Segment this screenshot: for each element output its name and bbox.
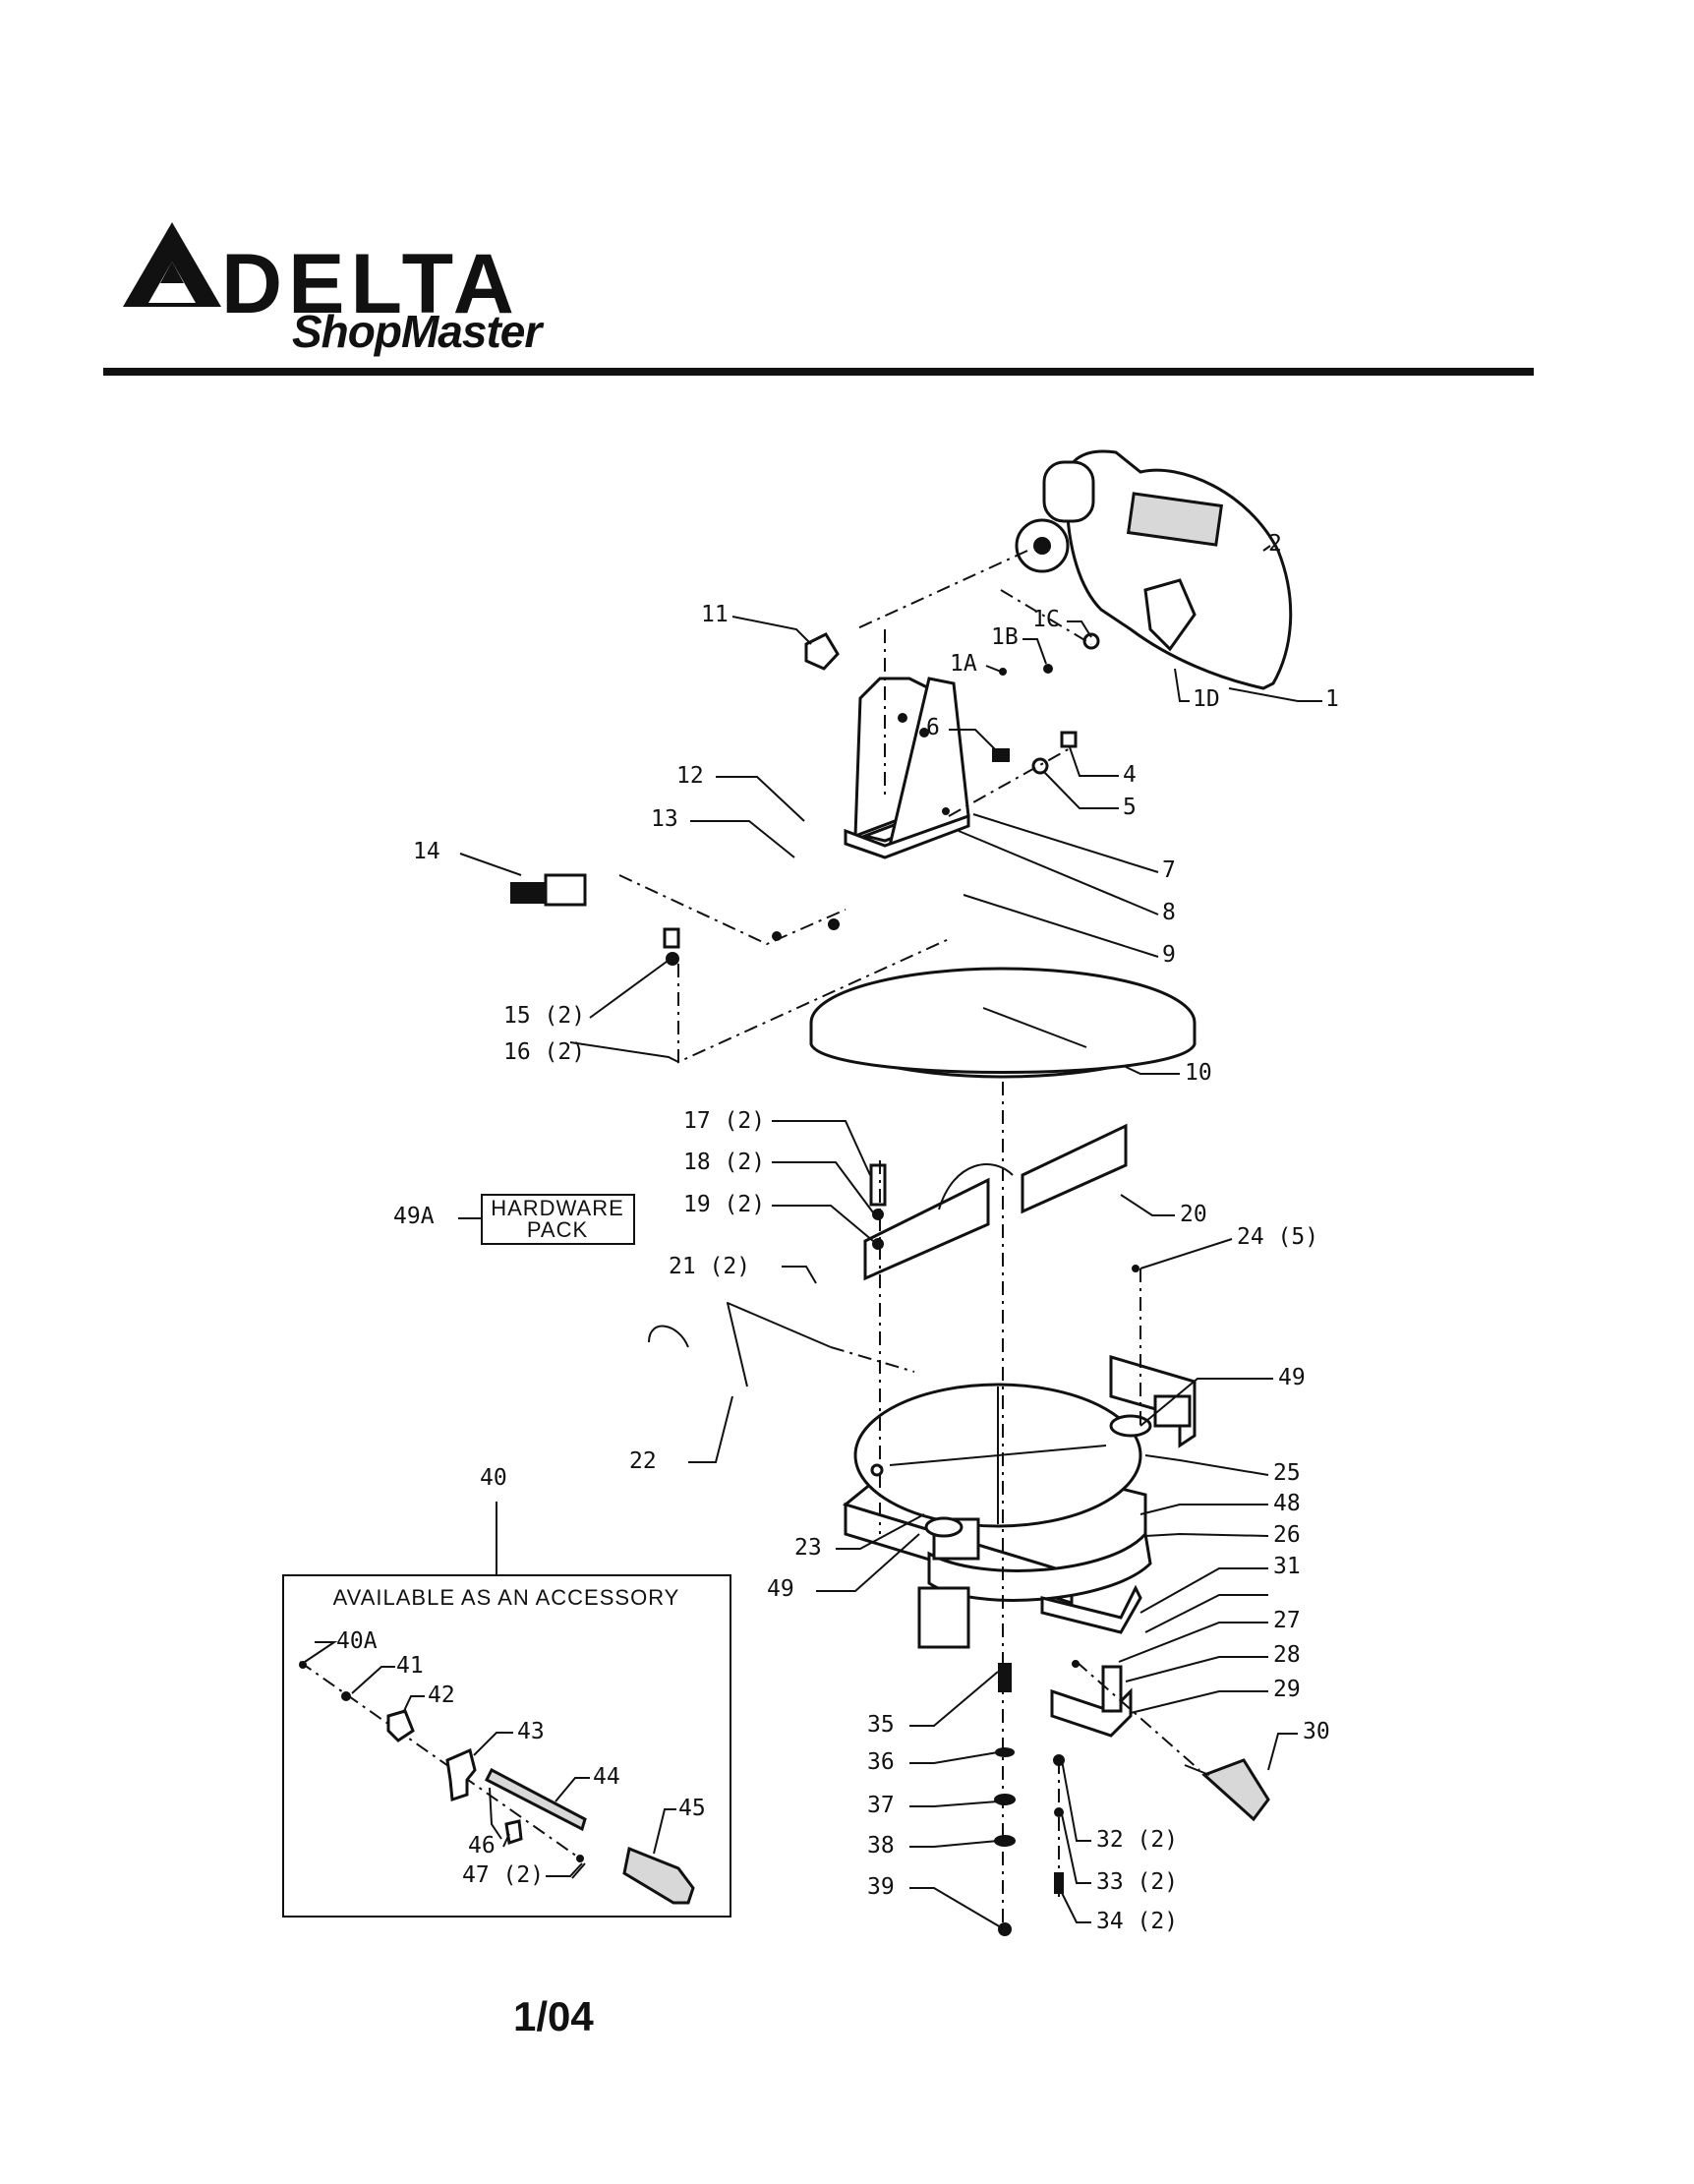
label-part-45: 45 — [678, 1796, 706, 1821]
hardware-pack-line1: HARDWARE — [491, 1196, 624, 1220]
label-part-6: 6 — [926, 715, 940, 740]
label-part-36: 36 — [867, 1749, 895, 1775]
label-part-26: 26 — [1273, 1522, 1301, 1548]
lock-knob — [1184, 1758, 1270, 1822]
label-part-12: 12 — [676, 763, 704, 789]
label-part-25: 25 — [1273, 1460, 1301, 1486]
label-part-41: 41 — [396, 1653, 424, 1679]
label-part-28: 28 — [1273, 1642, 1301, 1668]
pivot-arm — [844, 677, 970, 859]
label-part-48: 48 — [1273, 1491, 1301, 1516]
label-part-44: 44 — [593, 1764, 620, 1790]
table-disc — [809, 967, 1197, 1079]
fence — [863, 1123, 1128, 1281]
label-part-5: 5 — [1123, 795, 1137, 820]
label-part-1A: 1A — [950, 651, 977, 677]
date-code: 1/04 — [513, 1993, 594, 2039]
label-part-14: 14 — [413, 839, 440, 864]
label-part-11: 11 — [701, 602, 729, 627]
label-part-34: 34 (2) — [1096, 1909, 1178, 1934]
label-part-17: 17 (2) — [683, 1108, 765, 1134]
label-part-4: 4 — [1123, 762, 1137, 788]
label-part-15: 15 (2) — [503, 1003, 585, 1029]
label-part-23: 23 — [794, 1535, 822, 1561]
label-part-24: 24 (5) — [1237, 1224, 1318, 1250]
label-part-13: 13 — [651, 806, 678, 832]
label-part-39: 39 — [867, 1874, 895, 1900]
brand-subname: ShopMaster — [292, 306, 542, 357]
label-part-40A: 40A — [336, 1628, 378, 1654]
label-part-1B: 1B — [991, 624, 1019, 650]
label-part-30: 30 — [1303, 1719, 1330, 1744]
label-part-47: 47 (2) — [462, 1862, 544, 1888]
label-part-38: 38 — [867, 1833, 895, 1859]
label-part-49-top: 49 — [1278, 1365, 1306, 1390]
pivot-hardware-stack — [994, 1663, 1065, 1936]
label-part-31: 31 — [1273, 1554, 1301, 1579]
delta-triangle-logo-icon — [123, 222, 221, 307]
label-part-49A: 49A — [393, 1204, 435, 1229]
label-part-8: 8 — [1162, 900, 1176, 925]
label-part-18: 18 (2) — [683, 1150, 765, 1175]
label-part-37: 37 — [867, 1793, 895, 1818]
accessory-box: AVAILABLE AS AN ACCESSORY — [282, 1502, 731, 1918]
upper-blade-guard — [1015, 449, 1293, 690]
part-labels: 1 1D 2 1C 1B 1A 11 6 4 5 7 8 9 10 12 13 … — [336, 531, 1339, 1934]
label-part-10: 10 — [1185, 1060, 1212, 1086]
label-part-29: 29 — [1273, 1677, 1301, 1702]
label-part-2: 2 — [1268, 531, 1282, 557]
label-part-21: 21 (2) — [669, 1254, 750, 1279]
brand-name: DELTA — [221, 237, 520, 331]
label-part-32: 32 (2) — [1096, 1827, 1178, 1853]
label-part-27: 27 — [1273, 1608, 1301, 1633]
label-part-9: 9 — [1162, 942, 1176, 968]
label-part-1: 1 — [1325, 686, 1339, 712]
label-part-42: 42 — [428, 1682, 455, 1708]
label-part-22: 22 — [629, 1448, 657, 1474]
small-hardware — [510, 632, 1139, 1668]
detent-bracket — [1040, 1584, 1142, 1738]
label-part-1C: 1C — [1032, 607, 1060, 632]
hardware-pack-box: HARDWARE PACK — [481, 1194, 635, 1245]
label-part-35: 35 — [867, 1712, 895, 1738]
label-part-7: 7 — [1162, 857, 1176, 883]
label-part-1D: 1D — [1193, 686, 1220, 712]
accessory-caption: AVAILABLE AS AN ACCESSORY — [333, 1585, 680, 1610]
label-part-40: 40 — [480, 1465, 507, 1491]
hardware-pack-line2: PACK — [527, 1217, 588, 1242]
assembly-axes — [618, 550, 1200, 1937]
label-part-33: 33 (2) — [1096, 1869, 1178, 1895]
leader-lines — [458, 545, 1322, 1928]
saw-base — [842, 1354, 1197, 1649]
label-part-19: 19 (2) — [683, 1192, 765, 1217]
hold-down-clamp — [648, 1302, 832, 1387]
label-part-49-bottom: 49 — [767, 1576, 794, 1602]
label-part-46: 46 — [468, 1833, 496, 1859]
label-part-43: 43 — [517, 1719, 545, 1744]
label-part-20: 20 — [1180, 1202, 1207, 1227]
label-part-16: 16 (2) — [503, 1039, 585, 1065]
header-rule — [103, 368, 1534, 376]
